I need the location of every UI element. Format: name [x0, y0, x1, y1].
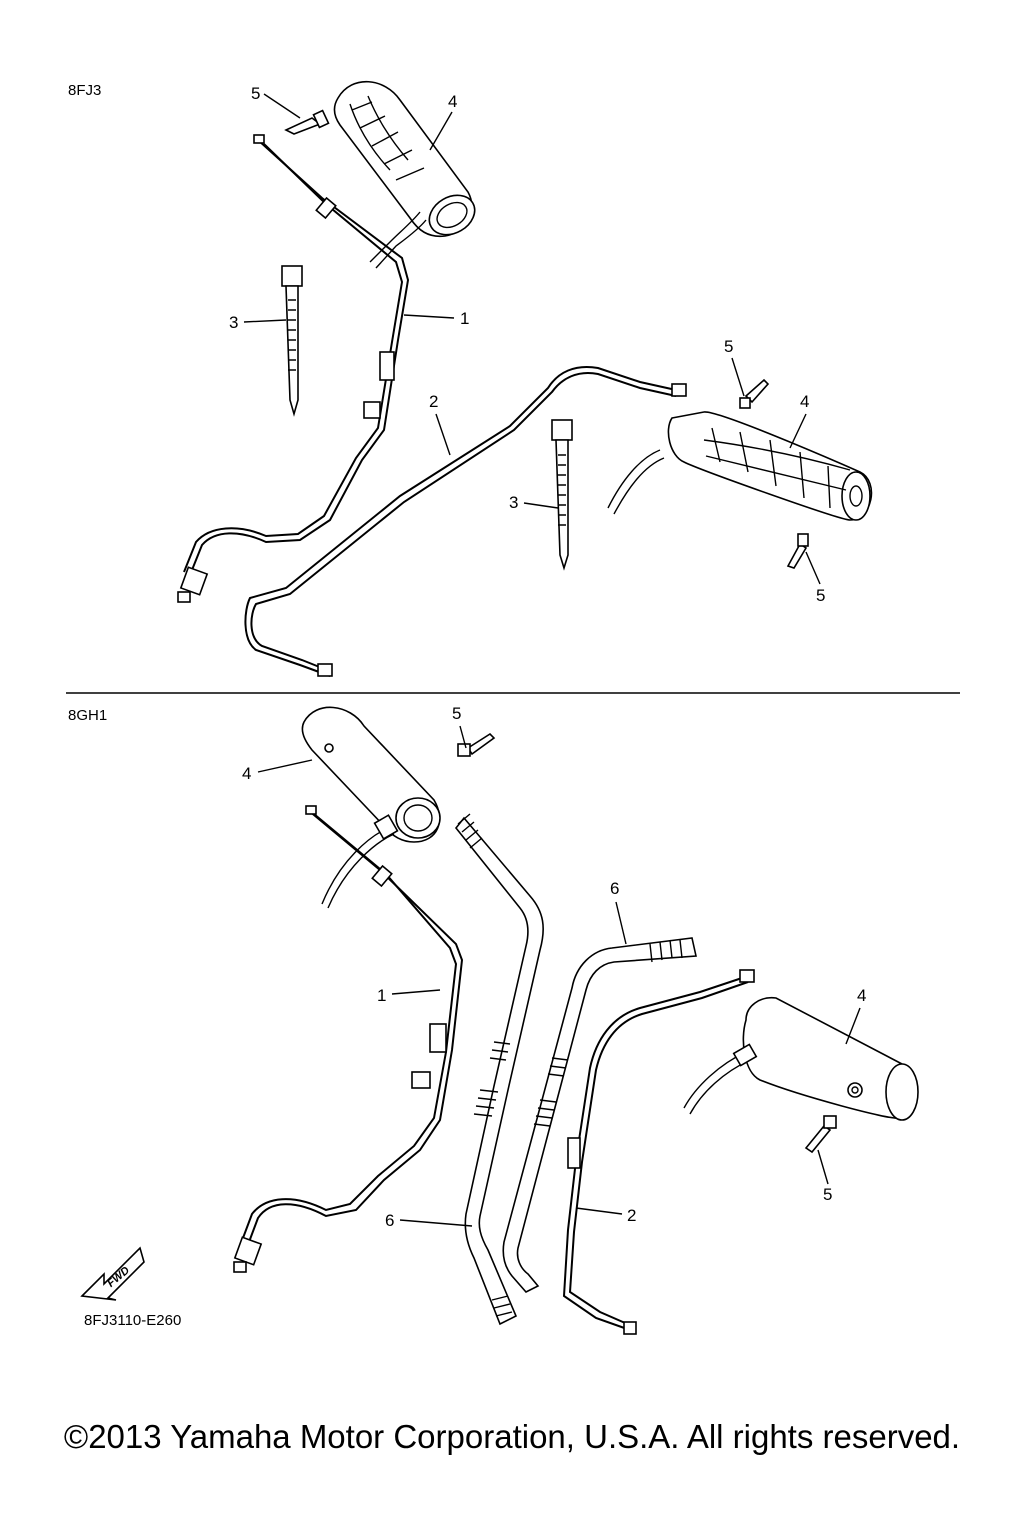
callout-2: 2	[627, 1206, 636, 1225]
section-code-bottom: 8GH1	[68, 707, 107, 724]
callout-1: 1	[460, 309, 469, 328]
right-heated-grip	[683, 996, 919, 1121]
hose-left	[454, 813, 544, 1326]
callout-6: 6	[385, 1211, 394, 1230]
copyright-notice: ©2013 Yamaha Motor Corporation, U.S.A. A…	[63, 1418, 961, 1455]
callout-5: 5	[452, 704, 461, 723]
cable-2-top	[244, 366, 687, 677]
callout-4: 4	[448, 92, 457, 111]
callout-1: 1	[377, 986, 386, 1005]
rivet-top-left	[284, 109, 330, 135]
left-grip	[333, 80, 476, 269]
throttle-cable-top	[177, 134, 410, 603]
callout-3: 3	[229, 313, 238, 332]
cable-tie-right	[551, 419, 573, 571]
callout-5: 5	[724, 337, 733, 356]
throttle-cable-bottom	[233, 805, 464, 1273]
callout-4: 4	[800, 392, 809, 411]
right-grip	[607, 411, 873, 521]
callout-6: 6	[610, 879, 619, 898]
rivet-top-right-upper	[739, 378, 770, 409]
callout-5: 5	[823, 1185, 832, 1204]
rivet-bottom-left	[457, 732, 496, 757]
callout-4: 4	[857, 986, 866, 1005]
drawing-code: 8FJ3110-E260	[84, 1312, 181, 1329]
rivet-top-right-lower	[786, 533, 809, 569]
rivet-bottom-right	[804, 1115, 837, 1154]
section-code-top: 8FJ3	[68, 82, 101, 99]
callout-5: 5	[251, 84, 260, 103]
fwd-arrow-icon: FWD	[80, 1246, 145, 1301]
callout-4: 4	[242, 764, 251, 783]
hose-right	[502, 937, 697, 1293]
callout-5: 5	[816, 586, 825, 605]
cable-tie-left	[281, 265, 303, 417]
left-heated-grip	[301, 706, 441, 909]
callout-2: 2	[429, 392, 438, 411]
callout-3: 3	[509, 493, 518, 512]
cable-2-bottom	[562, 969, 755, 1335]
